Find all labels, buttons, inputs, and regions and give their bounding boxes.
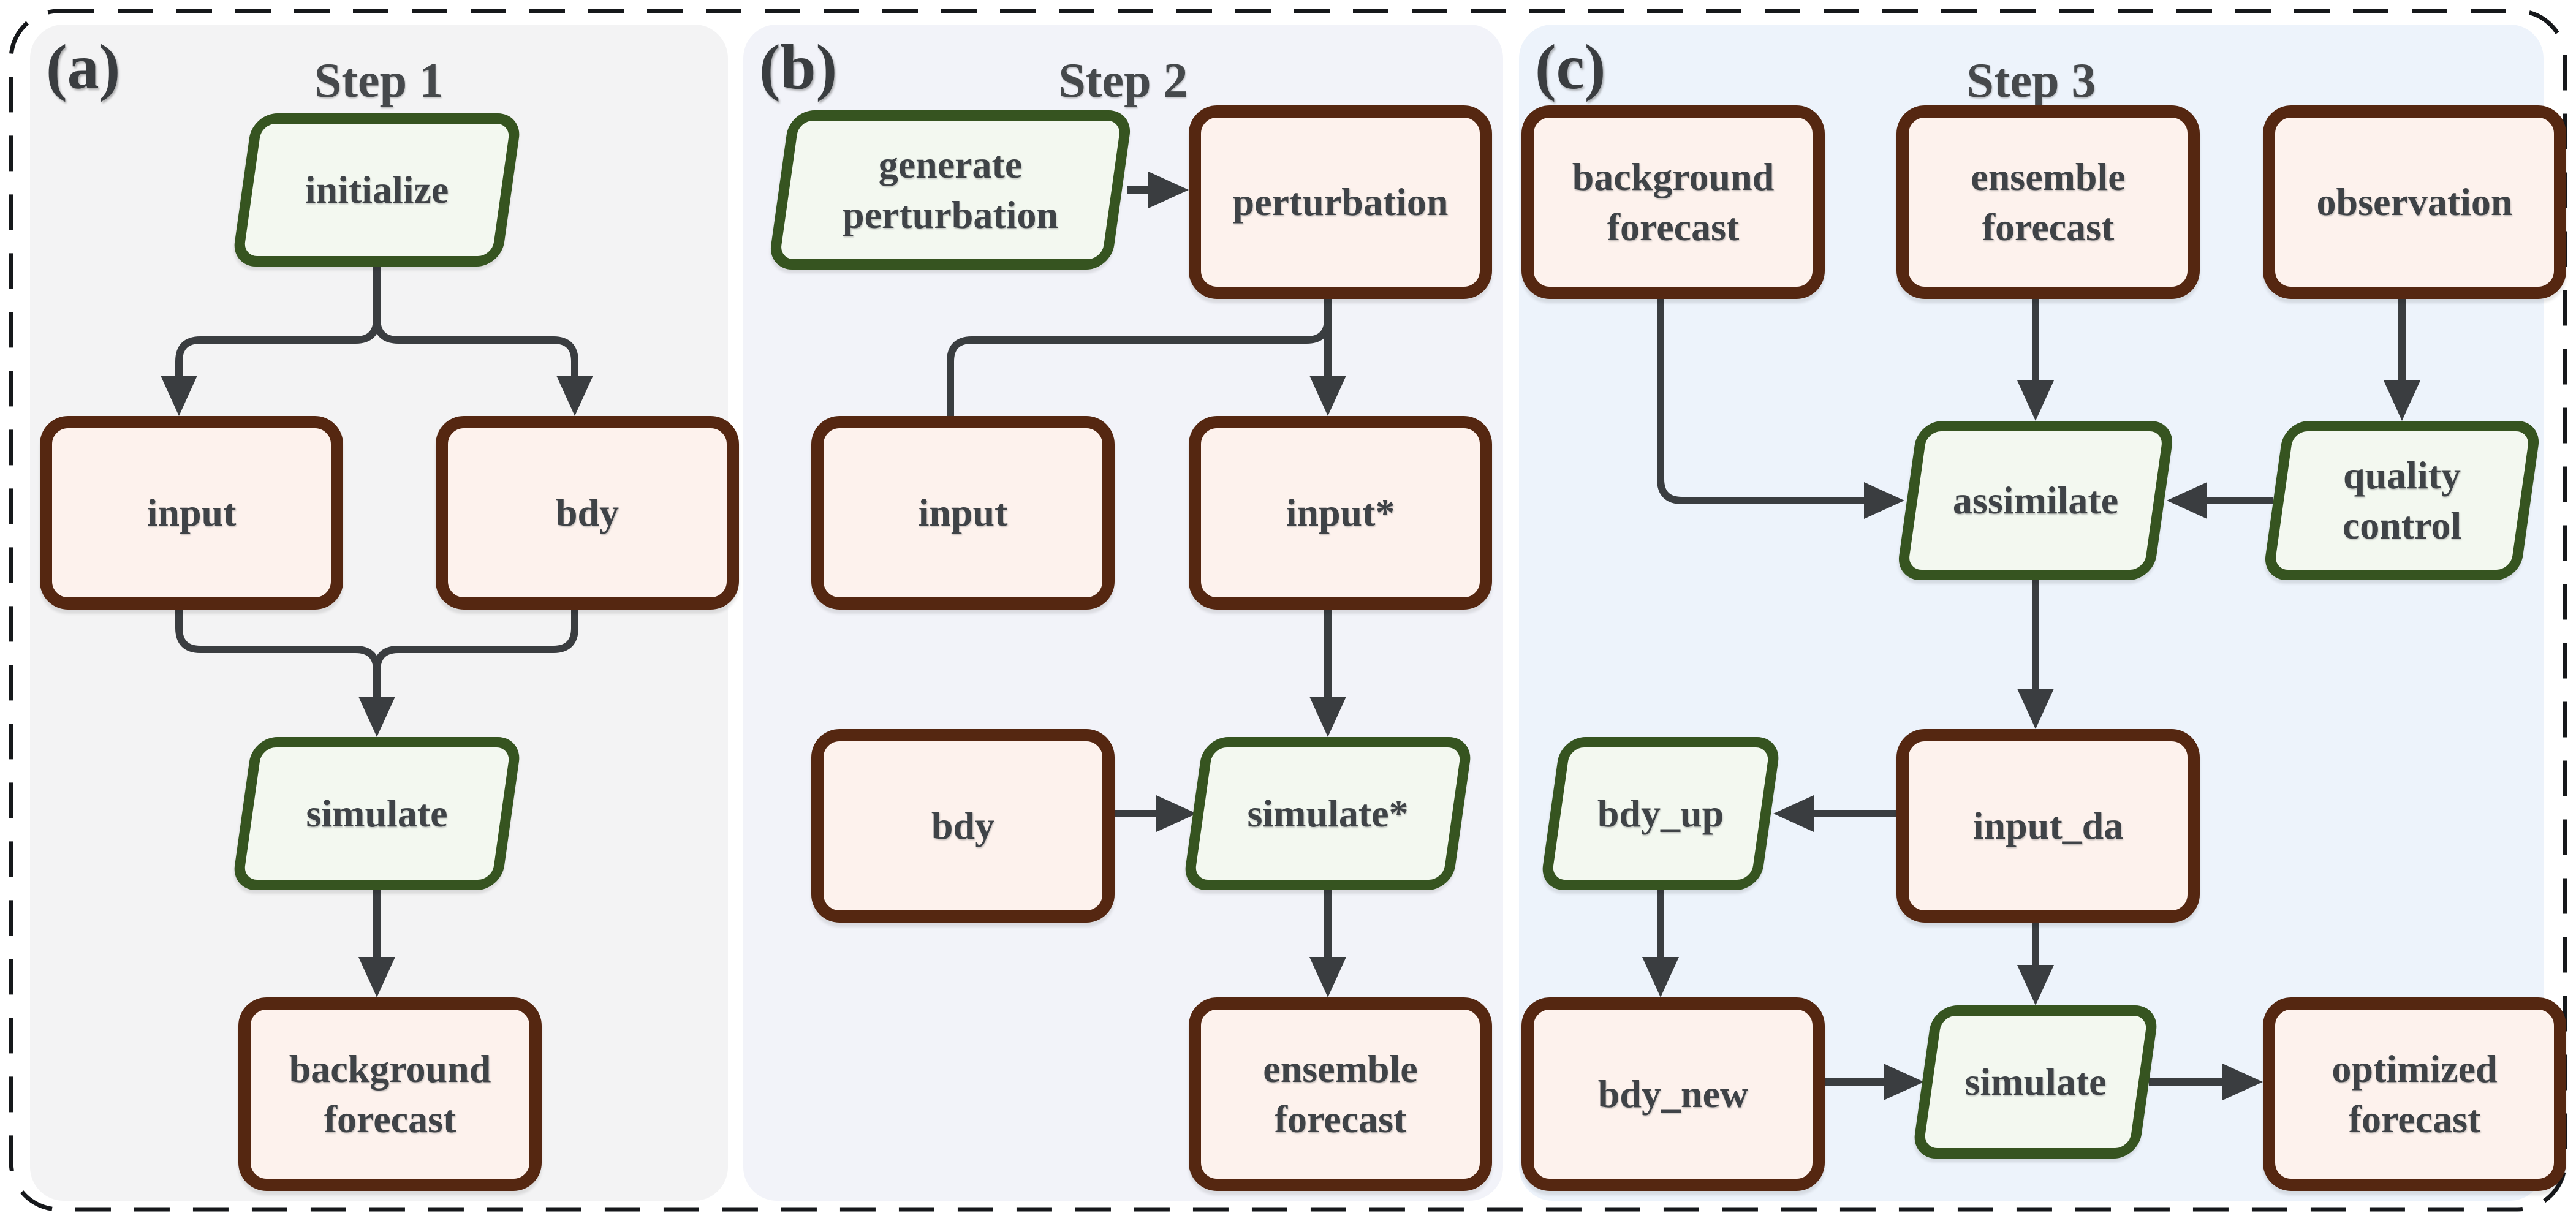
panel-a-title: Step 1 xyxy=(314,54,444,108)
edge-initialize-to-bdy xyxy=(373,267,593,416)
node-background-forecast-a: background forecast xyxy=(238,997,542,1191)
node-perturbation: perturbation xyxy=(1189,105,1492,299)
node-quality-control: quality control xyxy=(2262,421,2542,580)
panel-b-label: (b) xyxy=(759,32,838,102)
node-ensemble-forecast-b: ensemble forecast xyxy=(1189,997,1492,1191)
node-assimilate: assimilate xyxy=(1895,421,2176,580)
node-bdy-new: bdy_new xyxy=(1521,997,1825,1191)
panel-a-label: (a) xyxy=(46,32,121,102)
node-bdy-b: bdy xyxy=(811,729,1115,923)
figure-dashed-border xyxy=(9,9,2567,1212)
node-input-da: input_da xyxy=(1896,729,2200,923)
node-input-b: input xyxy=(811,416,1115,610)
edge-perturbation-to-input xyxy=(947,318,1332,423)
panel-c-label: (c) xyxy=(1535,32,1606,102)
node-ensemble-forecast-c: ensemble forecast xyxy=(1896,105,2200,299)
node-bdy-up: bdy_up xyxy=(1539,737,1782,890)
edge-initialize-to-input xyxy=(161,267,381,416)
node-simulate-star: simulate* xyxy=(1182,737,1474,890)
node-bdy-a: bdy xyxy=(436,416,739,610)
node-input-a: input xyxy=(40,416,343,610)
node-optimized-forecast: optimized forecast xyxy=(2263,997,2566,1191)
node-observation: observation xyxy=(2263,105,2566,299)
panel-b-title: Step 2 xyxy=(1058,54,1188,108)
edge-bdy-to-simulate xyxy=(373,585,578,671)
node-initialize: initialize xyxy=(231,113,523,267)
node-simulate-a: simulate xyxy=(231,737,523,890)
edge-background-forecast-to-assimilate xyxy=(1657,274,1904,519)
panel-c-title: Step 3 xyxy=(1966,54,2096,108)
node-simulate-c: simulate xyxy=(1911,1005,2160,1159)
node-generate-perturbation: generate perturbation xyxy=(767,110,1134,270)
node-input-star: input* xyxy=(1189,416,1492,610)
node-background-forecast-c: background forecast xyxy=(1521,105,1825,299)
